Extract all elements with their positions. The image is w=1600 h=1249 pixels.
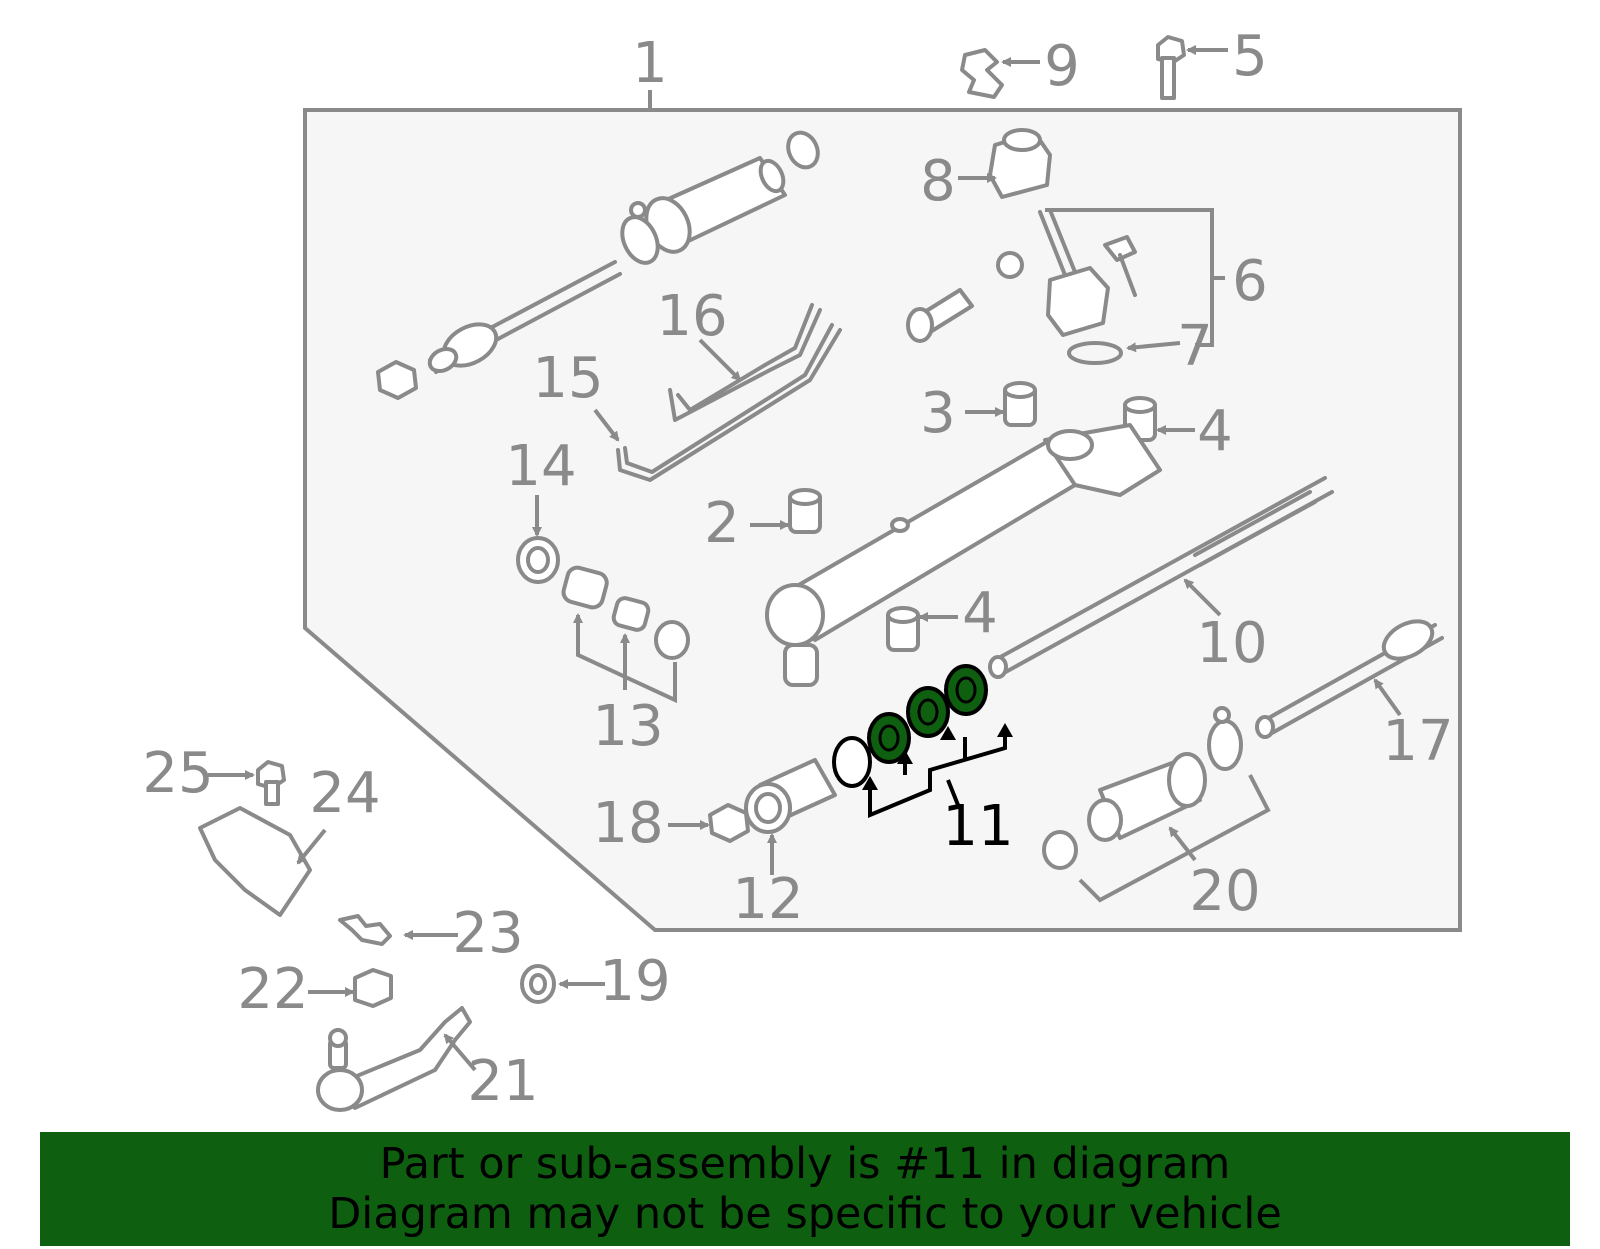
bolt-25 <box>256 760 286 806</box>
callout-8: 8 <box>920 149 956 214</box>
callout-14: 14 <box>505 434 576 499</box>
callout-6: 6 <box>1232 249 1268 314</box>
callout-13: 13 <box>592 694 663 759</box>
tie-rod-end-21 <box>316 1006 472 1112</box>
seal-11-ring-c <box>906 686 950 738</box>
callout-11: 11 <box>942 794 1013 859</box>
seal-14 <box>516 536 560 584</box>
callout-25: 25 <box>142 741 213 806</box>
nut-18 <box>708 803 750 843</box>
callout-20: 20 <box>1189 859 1260 924</box>
callout-17: 17 <box>1382 709 1453 774</box>
callout-5: 5 <box>1232 24 1268 89</box>
banner-line-2: Diagram may not be specific to your vehi… <box>328 1189 1282 1239</box>
bushing-2 <box>788 488 822 534</box>
seal-11-ring-a <box>832 736 872 788</box>
pipe-15 <box>616 328 842 482</box>
callout-15: 15 <box>532 346 603 411</box>
rack-housing <box>765 423 1162 687</box>
callout-24: 24 <box>309 761 380 826</box>
seal-11-ring-d <box>944 664 988 716</box>
nut-22 <box>353 968 393 1008</box>
info-banner: Part or sub-assembly is #11 in diagram D… <box>40 1132 1570 1246</box>
bushing-3 <box>1003 381 1037 427</box>
banner-line-1: Part or sub-assembly is #11 in diagram <box>379 1139 1231 1189</box>
callout-3: 3 <box>920 381 956 446</box>
callout-19: 19 <box>599 949 670 1014</box>
callout-9: 9 <box>1044 34 1080 99</box>
seal-11-ring-b <box>867 712 911 764</box>
callout-12: 12 <box>732 867 803 932</box>
callout-10: 10 <box>1196 611 1267 676</box>
nut-19 <box>520 964 556 1004</box>
callout-7: 7 <box>1177 314 1213 379</box>
boot-20 <box>1042 706 1243 870</box>
leader-11 <box>862 723 1013 818</box>
callout-4-upper: 4 <box>1197 399 1233 464</box>
inner-tie-rod-left <box>376 260 622 400</box>
bushing-4-lower <box>886 606 920 652</box>
clip-23 <box>338 914 392 946</box>
rack-bar-10 <box>988 476 1334 679</box>
callout-4-lower: 4 <box>962 581 998 646</box>
seal-set-11 <box>832 664 988 788</box>
callout-1: 1 <box>632 31 668 96</box>
heat-shield-24 <box>198 806 312 917</box>
pipe-16 <box>668 308 822 422</box>
guide-13 <box>561 565 690 660</box>
assembly-boundary <box>303 108 1462 932</box>
rack-boot-upper <box>620 130 820 265</box>
boot-end-12 <box>744 758 837 834</box>
callout-23: 23 <box>452 901 523 966</box>
inner-tie-rod-right <box>1255 619 1444 739</box>
callout-16: 16 <box>656 284 727 349</box>
callout-2: 2 <box>704 491 740 556</box>
valve-assembly-6 <box>906 208 1137 365</box>
bolt-5 <box>1156 35 1186 100</box>
callout-18: 18 <box>592 791 663 856</box>
callout-21: 21 <box>467 1049 538 1114</box>
clip-9 <box>960 48 1004 99</box>
callout-22: 22 <box>237 957 308 1022</box>
